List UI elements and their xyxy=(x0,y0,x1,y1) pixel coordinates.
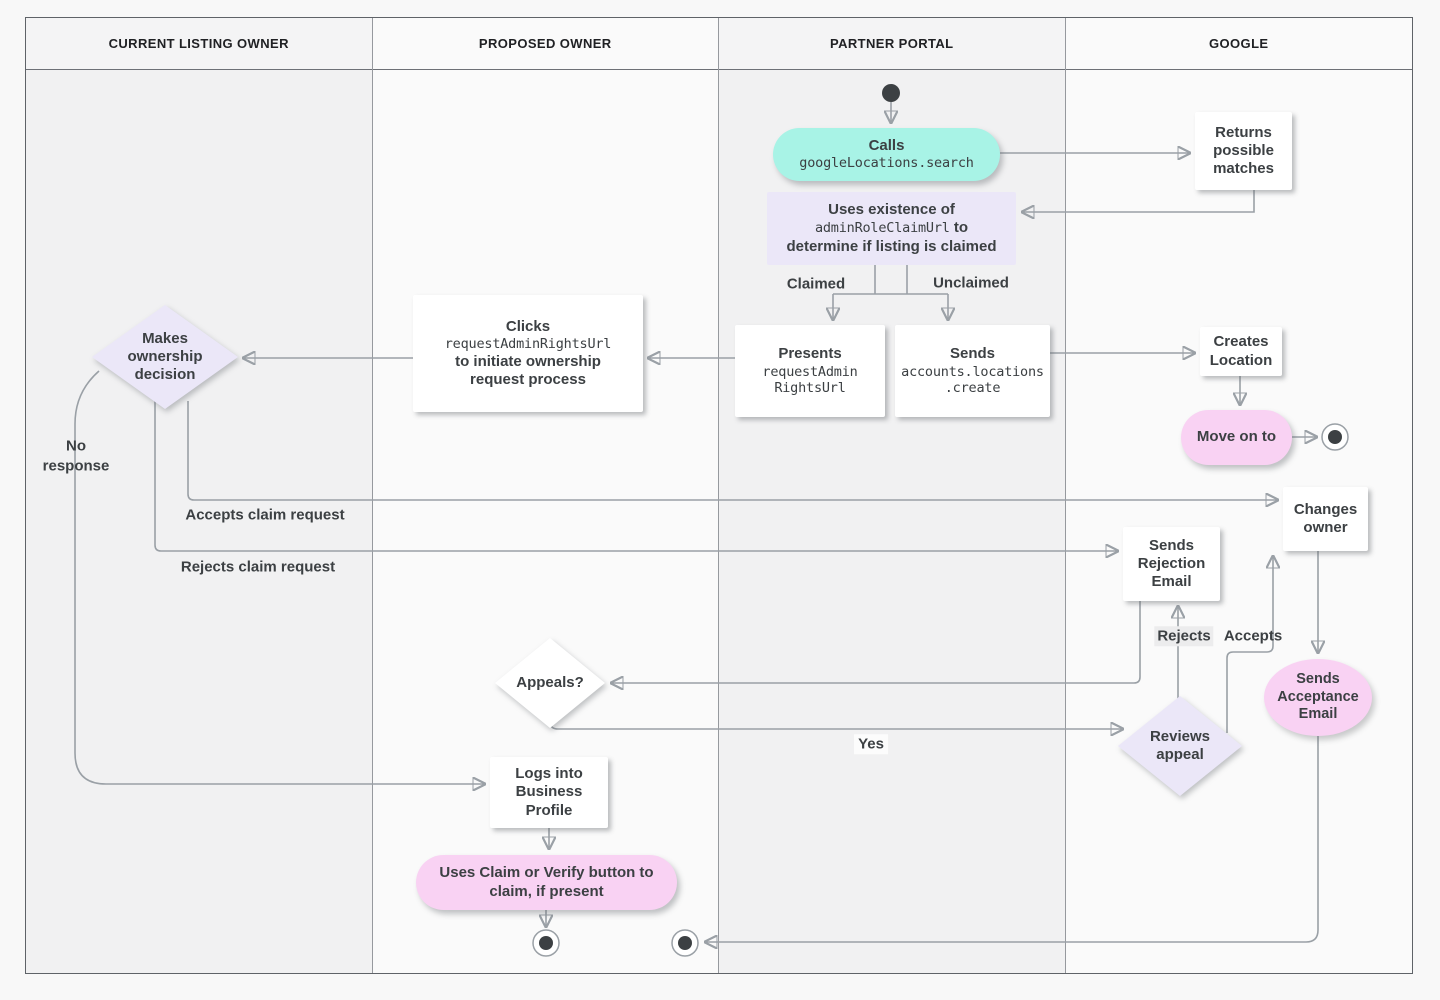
edge-label-rejects-claim-request: Rejects claim request xyxy=(180,558,336,576)
edge-no-response-to-logs-in xyxy=(74,370,484,784)
uses-claim-or-verify-node: Uses Claim or Verify button to claim, if… xyxy=(416,855,677,910)
lane-header-proposed-owner: PROPOSED OWNER xyxy=(372,18,718,70)
presents-request-admin-rights-url-node: Presents requestAdmin RightsUrl xyxy=(735,325,885,417)
edge-accepts-claim-to-changes-owner xyxy=(187,401,1277,500)
edge-returns-to-uses-existence xyxy=(1023,190,1255,212)
lane-header-current-listing-owner: CURRENT LISTING OWNER xyxy=(26,18,372,70)
edge-label-unclaimed: Unclaimed xyxy=(933,274,1009,292)
reviews-appeal-node: Reviews appeal xyxy=(1118,696,1242,796)
uses-existence-note: Uses existence of adminRoleClaimUrl to d… xyxy=(767,192,1016,265)
sends-accounts-locations-create-node: Sends accounts.locations .create xyxy=(895,325,1050,417)
edge-label-accepts: Accepts xyxy=(1223,627,1283,645)
edge-label-accepts-claim-request: Accepts claim request xyxy=(185,506,345,524)
lane-current-listing-owner: CURRENT LISTING OWNER xyxy=(26,18,373,973)
lane-header-partner-portal: PARTNER PORTAL xyxy=(719,18,1065,70)
logs-into-business-profile-node: Logs into Business Profile xyxy=(490,757,608,828)
start-node xyxy=(882,84,900,102)
end-node-proposed-owner xyxy=(532,929,560,957)
clicks-request-admin-rights-url-node: Clicks requestAdminRightsUrl to initiate… xyxy=(413,295,643,412)
lane-header-google: GOOGLE xyxy=(1065,18,1412,70)
appeals-decision-node: Appeals? xyxy=(495,638,605,728)
edge-acceptance-to-end xyxy=(706,736,1319,942)
sends-acceptance-email-node: Sends Acceptance Email xyxy=(1264,659,1372,736)
end-node-google xyxy=(1321,423,1349,451)
returns-possible-matches-node: Returns possible matches xyxy=(1195,112,1292,190)
edge-label-yes: Yes xyxy=(854,734,888,754)
end-node-partner-portal xyxy=(671,929,699,957)
changes-owner-node: Changes owner xyxy=(1283,487,1368,551)
creates-location-node: Creates Location xyxy=(1200,327,1282,376)
makes-ownership-decision-node: Makes ownership decision xyxy=(92,305,238,409)
sends-rejection-email-node: Sends Rejection Email xyxy=(1123,527,1220,601)
edge-appeals-yes-to-reviews xyxy=(549,723,1122,729)
edge-rejection-to-appeals xyxy=(612,601,1141,683)
edge-rejects-claim-to-rejection-email xyxy=(154,398,1117,551)
edge-label-claimed: Claimed xyxy=(786,275,846,293)
lane-partner-portal: PARTNER PORTAL xyxy=(719,18,1066,973)
move-on-to-node: Move on to xyxy=(1181,410,1292,465)
edge-label-no-response: No response xyxy=(42,437,110,475)
edge-reviews-accepts-to-changes-owner xyxy=(1226,557,1273,733)
calls-google-locations-search-node: Calls googleLocations.search xyxy=(773,128,1000,181)
edge-label-rejects: Rejects xyxy=(1154,626,1214,646)
